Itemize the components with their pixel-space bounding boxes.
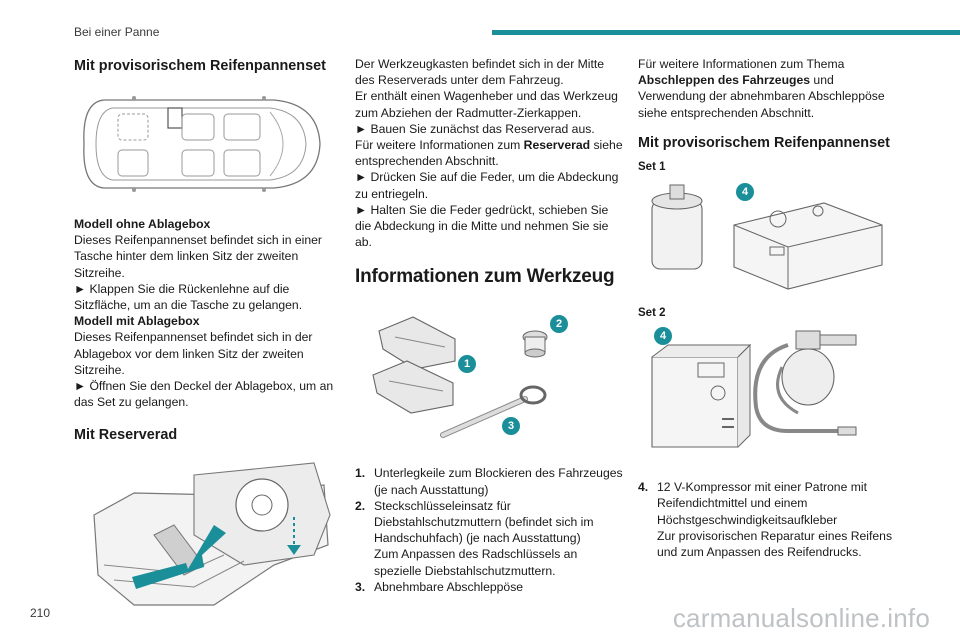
column-left: Mit provisorischem Reifenpannenset Model… [74,56,344,615]
page-number: 210 [30,606,51,620]
towing-bold: Abschleppen des Fahrzeuges [638,73,811,88]
step-hold-spring: ► Halten Sie die Feder gedrückt, schiebe… [355,202,609,250]
list-item: 2. Steckschlüsseleinsatz für Diebstahlsc… [355,498,594,578]
callout-4-set-2: 4 [654,327,672,346]
toolbox-contents-text: Er enthält einen Wagenheber und das Werk… [355,89,618,120]
kit-set-2-illustration: 4 [638,327,898,467]
header-accent-bar [492,30,960,35]
set-2-label: Set 2 [638,307,666,320]
model-with-box-text: Dieses Reifenpannenset befindet sich in … [74,330,313,377]
heading-spare-wheel: Mit Reserverad [74,427,178,444]
car-top-view-illustration [74,88,344,200]
step-remove-spare: ► Bauen Sie zunächst das Reserverad aus. [355,121,595,136]
towing-reference: Für weitere Informationen zum Thema Absc… [638,57,885,120]
tools-illustration: 1 2 3 [355,299,625,449]
heading-tire-repair-kit-2: Mit provisorischem Reifenpannenset [638,134,890,151]
model-with-box-title: Modell mit Ablagebox [74,314,200,329]
model-without-box-text: Dieses Reifenpannenset befindet sich in … [74,233,322,280]
tool-list: 1. Unterlegkeile zum Blockieren des Fahr… [355,465,625,595]
list-item: 4. 12 V-Kompressor mit einer Patrone mit… [638,480,893,560]
model-without-box-step: ► Klappen Sie die Rückenlehne auf die Si… [74,281,303,313]
model-with-box-step: ► Öffnen Sie den Deckel der Ablagebox, u… [74,379,334,410]
column-middle: Der Werkzeugkasten befindet sich in der … [355,56,625,595]
spare-wheel-toolbox-illustration [74,455,344,615]
list-item: 1. Unterlegkeile zum Blockieren des Fahr… [355,466,623,497]
heading-tire-repair-kit: Mit provisorischem Reifenpannenset [74,58,326,74]
callout-3: 3 [502,417,520,436]
watermark: carmanualsonline.info [672,603,930,633]
column-right: Für weitere Informationen zum Thema Absc… [638,56,898,560]
header-section-title: Bei einer Panne [74,25,160,39]
spare-wheel-bold: Reserverad [523,138,591,153]
list-item: 3. Abnehmbare Abschleppöse [355,579,524,594]
callout-1: 1 [458,355,476,374]
model-without-box-title: Modell ohne Ablagebox [74,217,211,231]
kit-set-1-illustration: 4 [638,181,898,291]
toolbox-location-text: Der Werkzeugkasten befindet sich in der … [355,57,605,88]
step-press-spring: ► Drücken Sie auf die Feder, um die Abde… [355,170,619,201]
spare-wheel-reference: Für weitere Informationen zum Reserverad… [355,138,623,169]
set-1-label: Set 1 [638,160,666,173]
section-title-tool-info: Informationen zum Werkzeug [355,266,615,288]
callout-2: 2 [550,315,568,334]
callout-4-set-1: 4 [736,183,754,202]
